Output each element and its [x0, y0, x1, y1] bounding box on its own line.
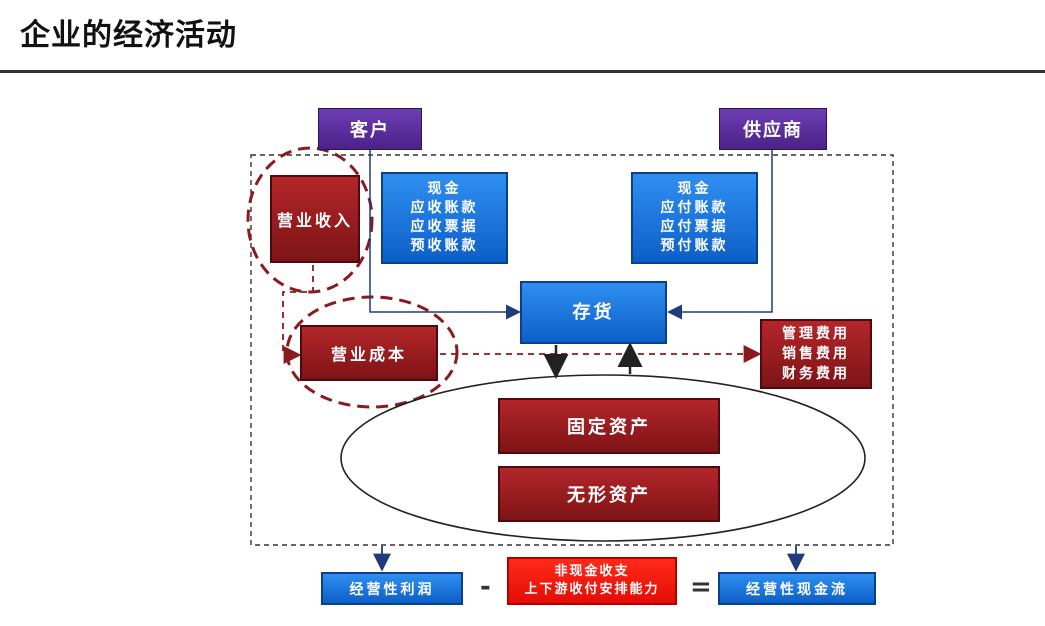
page-title: 企业的经济活动	[20, 18, 237, 53]
fixed-assets-node: 固定资产	[498, 398, 720, 454]
enterprise-boundary	[250, 154, 894, 546]
supplier-account-item: 应付票据	[660, 219, 729, 235]
revenue-highlight-ellipse	[246, 146, 374, 294]
revenue-node: 营业收入	[270, 175, 360, 263]
customer-account-item: 预收账款	[410, 238, 479, 254]
supplier-accounts-box: 现金 应付账款 应付票据 预付账款	[631, 172, 758, 264]
supplier-account-item: 应付账款	[660, 200, 729, 216]
customer-account-item: 应收票据	[410, 219, 479, 235]
noncash-line: 非现金收支	[554, 564, 630, 579]
operating-profit-box: 经营性利润	[321, 572, 463, 605]
noncash-line: 上下游收付安排能力	[524, 582, 660, 597]
customer-to-inventory-arrow	[369, 150, 521, 320]
expenses-box: 管理费用 销售费用 财务费用	[760, 319, 872, 389]
title-divider	[0, 70, 1045, 73]
expense-item: 销售费用	[782, 346, 850, 362]
assets-ellipse	[340, 374, 866, 542]
revenue-to-cost-dashed	[282, 265, 314, 364]
supplier-node: 供应商	[719, 108, 827, 150]
equals-sign: =	[690, 572, 712, 602]
customer-accounts-box: 现金 应收账款 应收票据 预收账款	[381, 172, 508, 264]
operating-cash-flow-box: 经营性现金流	[718, 572, 876, 605]
minus-sign: -	[480, 572, 491, 602]
expense-item: 财务费用	[782, 366, 850, 382]
expense-item: 管理费用	[782, 326, 850, 342]
cost-highlight-ellipse	[285, 295, 459, 409]
customer-account-item: 应收账款	[410, 200, 479, 216]
cost-node: 营业成本	[300, 325, 438, 381]
supplier-account-item: 现金	[677, 181, 712, 197]
supplier-to-inventory-arrow	[667, 150, 773, 320]
intangible-assets-node: 无形资产	[498, 466, 720, 522]
noncash-adjustment-box: 非现金收支 上下游收付安排能力	[507, 557, 677, 605]
customer-account-item: 现金	[427, 181, 462, 197]
supplier-account-item: 预付账款	[660, 238, 729, 254]
customer-node: 客户	[318, 108, 422, 150]
inventory-node: 存货	[520, 281, 667, 344]
